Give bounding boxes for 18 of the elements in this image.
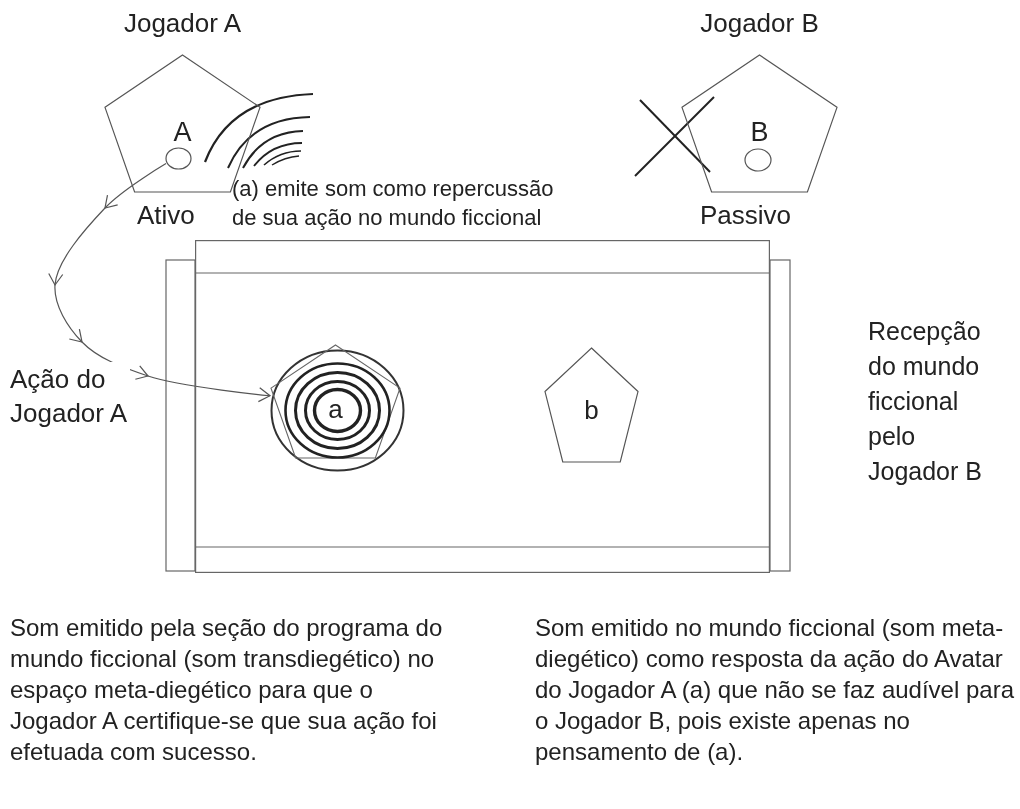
node-label: A [172,116,193,149]
player-title: Jogador A [122,8,243,40]
small-circle [165,147,192,170]
description-paragraph: Som emitido pela seção do programa do mundo ficcional (som transdiegético) no espaço meta-diegético para que o Jogador A certifique-se que sua ação foi efetuada com sucesso. [10,613,444,767]
annotation-text: (a) emite som como repercussão de sua ação no mundo ficcional [232,175,555,232]
node-label: B [749,116,770,149]
node-label: b [583,394,600,426]
edge-label: Ação do Jogador A [10,362,130,430]
state-label: Ativo [137,200,195,232]
annotation-text: Recepção do mundo ficcional pelo Jogador B [868,316,983,487]
player-title: Jogador B [699,8,820,40]
node-label: a [327,393,344,425]
state-label: Passivo [700,200,792,232]
description-paragraph: Som emitido no mundo ficcional (som meta-diegético) como resposta da ação do Avatar do Jogador A (a) que não se faz audível para o Jogador B, pois existe apenas no pensamento de (a). [535,613,1015,767]
pentagon-node [545,348,638,462]
ripple-pentagon [268,345,403,470]
curved-arrow [48,162,271,403]
small-circle [744,148,772,172]
